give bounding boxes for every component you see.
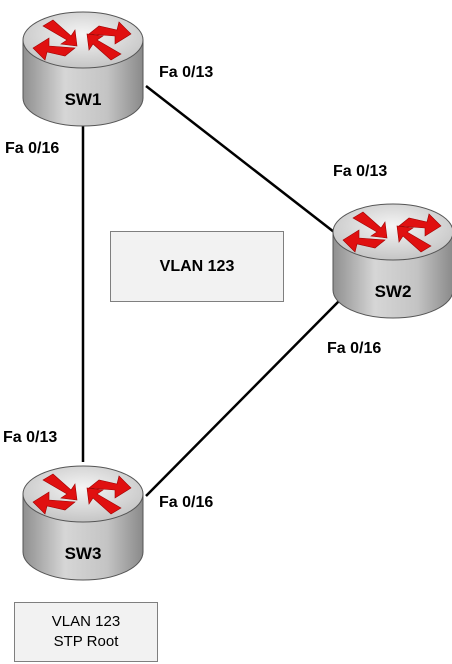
port-label-sw2-fa013: Fa 0/13 xyxy=(333,163,388,180)
stp-root-vlan: VLAN 123 xyxy=(51,613,121,630)
port-label-sw3-fa016: Fa 0/16 xyxy=(159,494,214,511)
switch-sw2-icon: SW2 xyxy=(332,203,452,319)
vlan-label: VLAN 123 xyxy=(159,257,235,275)
switch-sw3-name: SW3 xyxy=(65,544,102,563)
vlan-label-box: VLAN 123 xyxy=(110,231,284,302)
link-sw1-sw2 xyxy=(145,85,335,233)
stp-root-box: VLAN 123 STP Root xyxy=(14,602,158,662)
port-label-sw3-fa013: Fa 0/13 xyxy=(3,429,58,446)
port-label-sw1-fa013: Fa 0/13 xyxy=(159,64,214,81)
switch-sw1-name: SW1 xyxy=(65,90,102,109)
port-label-sw1-fa016: Fa 0/16 xyxy=(5,140,60,157)
switch-sw2-name: SW2 xyxy=(375,282,412,301)
switch-sw3-icon: SW3 xyxy=(22,465,144,581)
switch-sw1-icon: SW1 xyxy=(22,11,144,127)
stp-root-label: STP Root xyxy=(53,633,119,650)
link-sw2-sw3 xyxy=(145,299,341,497)
port-label-sw2-fa016: Fa 0/16 xyxy=(327,340,382,357)
